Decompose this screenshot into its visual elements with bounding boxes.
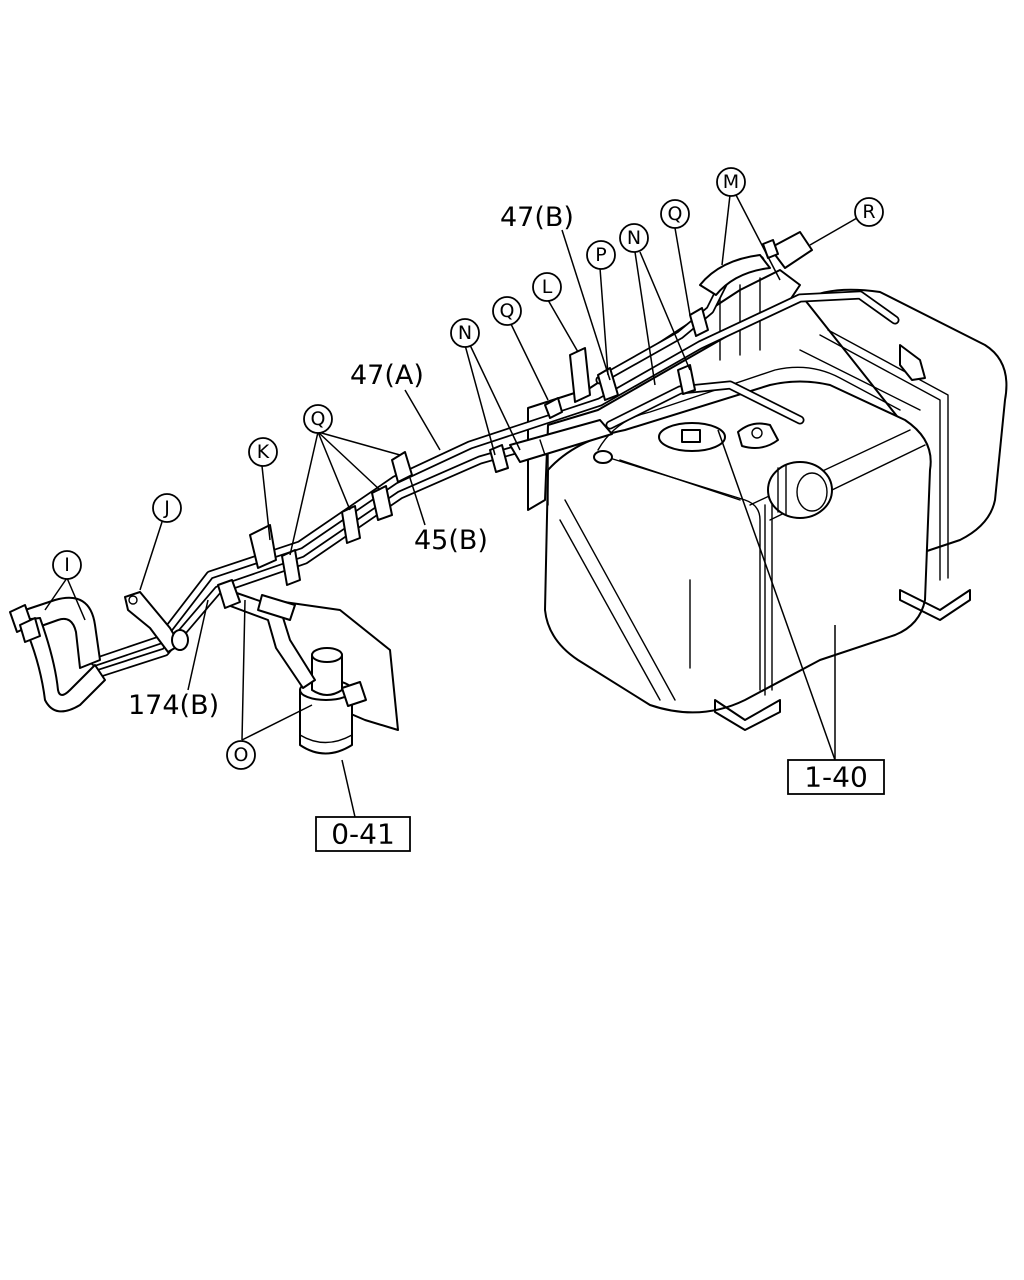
left-hoses [9,591,189,713]
label-174b: 174(B) [128,690,219,721]
callout-n-mid: N [450,318,480,348]
svg-text:1-40: 1-40 [804,761,868,794]
label-45b: 45(B) [414,525,488,556]
callout-r: R [854,197,884,227]
leader-lines [44,194,858,818]
svg-text:Q: Q [311,408,326,430]
callout-n-top: N [619,223,649,253]
ref-box-0-41: 0-41 [315,816,411,852]
callout-j: J [152,493,182,523]
label-47a: 47(A) [350,360,424,391]
svg-text:R: R [862,201,875,223]
svg-text:P: P [595,244,606,266]
svg-text:Q: Q [668,203,683,225]
callout-o: O [226,740,256,770]
svg-text:0-41: 0-41 [331,818,395,851]
label-47b: 47(B) [500,202,574,233]
fuel-pipes [90,231,900,678]
svg-text:J: J [163,497,170,519]
svg-text:L: L [542,276,553,298]
ref-box-1-40: 1-40 [787,759,885,795]
callout-m: M [716,167,746,197]
svg-text:O: O [234,744,249,766]
svg-text:N: N [458,322,472,344]
callout-q-mid: Q [492,296,522,326]
svg-text:M: M [723,171,739,193]
svg-text:K: K [257,441,270,463]
callout-q-top: Q [660,199,690,229]
svg-text:N: N [627,227,641,249]
callout-l: L [532,272,562,302]
callout-q-left: Q [303,404,333,434]
callout-p: P [586,240,616,270]
svg-text:Q: Q [500,300,515,322]
callout-k: K [248,437,278,467]
callout-i: I [52,550,82,580]
fuel-filter [217,579,399,755]
fuel-tank [544,288,1008,731]
svg-text:I: I [64,554,70,576]
